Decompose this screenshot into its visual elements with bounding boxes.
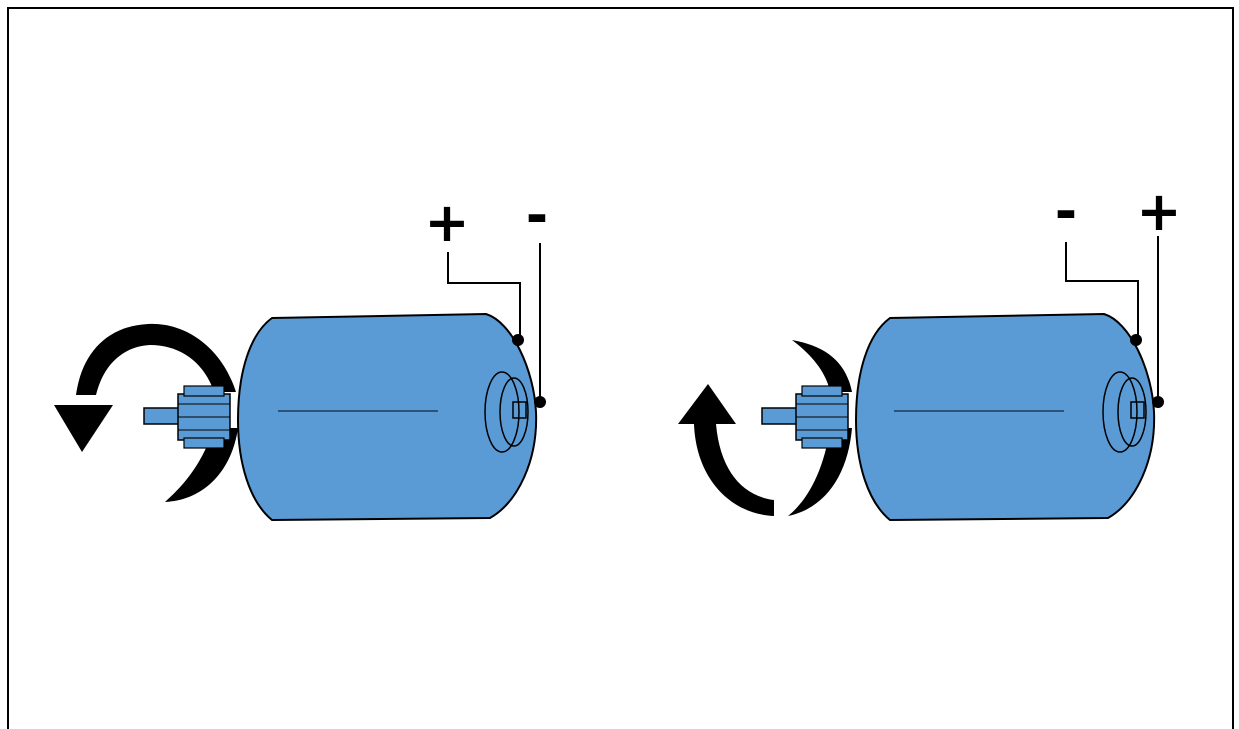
motor-end-cap (484, 371, 529, 453)
motor-housing (854, 312, 1156, 522)
terminal-wires (1065, 236, 1164, 408)
motor-gear (177, 385, 231, 449)
terminal-negative (534, 396, 546, 408)
motor-left: + - (54, 184, 548, 522)
terminal-label-1: - (1055, 180, 1077, 243)
motor-end-cap (1102, 371, 1147, 453)
terminal-label-2: + (1136, 180, 1181, 243)
terminal-positive (512, 334, 524, 346)
terminal-positive (1152, 396, 1164, 408)
motor-gear (795, 385, 849, 449)
terminal-negative (1130, 334, 1142, 346)
terminal-label-2: - (526, 184, 548, 247)
terminal-label-1: + (424, 191, 469, 254)
motor-housing (236, 312, 538, 522)
motor-right: - + (678, 180, 1182, 522)
rotate-right-arrow-icon (678, 340, 852, 516)
diagram-frame (7, 7, 1234, 729)
terminal-wires (447, 243, 546, 408)
